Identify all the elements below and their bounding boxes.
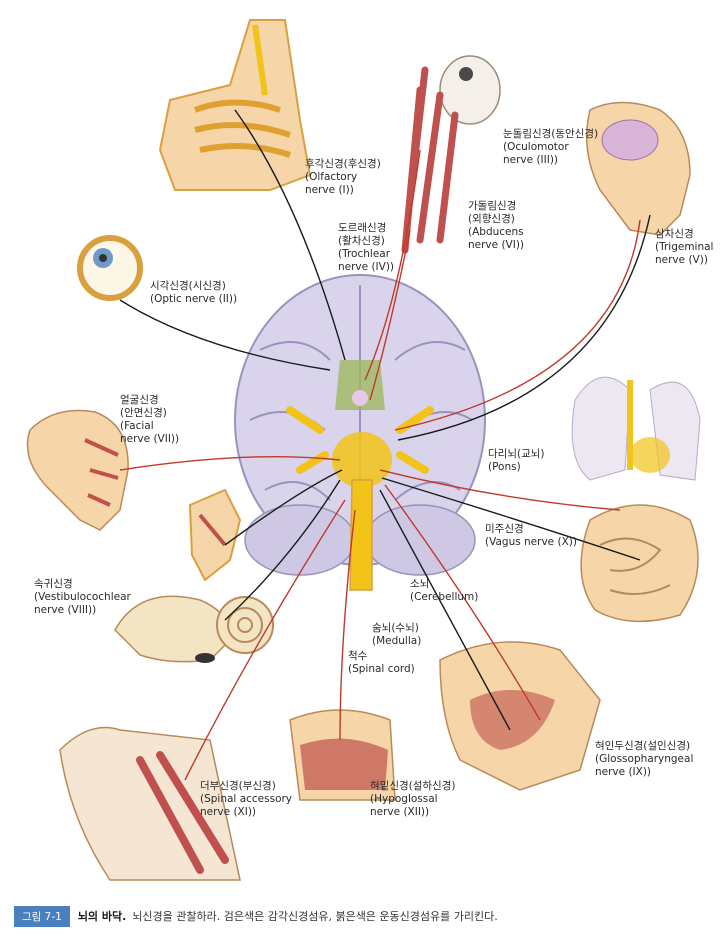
label-medulla: 숨뇌(수뇌)(Medulla): [372, 622, 422, 647]
sensory-fiber-glossopharyngeal: [379, 489, 511, 731]
motor-fiber-hypoglossal: [339, 509, 356, 741]
motor-fiber-glossopharyngeal: [384, 484, 541, 721]
head-trigeminal-illustration: [585, 101, 691, 236]
figure-caption: 그림 7-1 뇌의 바닥. 뇌신경을 관찰하라. 검은색은 감각신경섬유, 붉은…: [14, 905, 714, 927]
label-spinal-cord: 척수(Spinal cord): [348, 650, 415, 675]
motor-fiber-spinal-accessory: [184, 499, 346, 781]
caption-text: 뇌신경을 관찰하라. 검은색은 감각신경섬유, 붉은색은 운동신경섬유를 가리킨…: [132, 910, 498, 923]
tongue-hypoglossal-illustration: [289, 709, 396, 801]
figure-number-badge: 그림 7-1: [14, 905, 70, 927]
sensory-fiber-olfactory: [234, 109, 346, 361]
nasal-cavity-illustration: [158, 19, 312, 191]
label-vagus: 미주신경(Vagus nerve (X)): [485, 523, 577, 548]
motor-fiber-oculomotor: [364, 149, 421, 381]
motor-fiber-vagus: [379, 469, 621, 511]
sensory-fiber-vagus: [381, 477, 641, 561]
sensory-fiber-vestibulocochlear: [224, 479, 341, 621]
intestines-illustration: [580, 504, 699, 623]
nerve-fibers: [119, 109, 651, 781]
brain-base-illustration: [234, 274, 486, 591]
inner-ear-illustration: [114, 595, 274, 663]
face-facial-illustration: [26, 409, 129, 531]
neck-accessory-illustration: [59, 726, 241, 881]
lungs-heart-illustration: [571, 376, 701, 481]
caption-title: 뇌의 바닥.: [77, 910, 127, 923]
label-optic: 시각신경(시신경)(Optic nerve (II)): [150, 280, 238, 305]
label-cerebellum: 소뇌(Cerebellum): [410, 578, 479, 603]
label-pons: 다리뇌(교뇌)(Pons): [488, 448, 545, 473]
motor-fiber-facial: [119, 455, 341, 471]
sensory-fiber-trigeminal-b: [397, 214, 651, 441]
eyeball-optic-illustration: [77, 235, 143, 301]
sensory-fiber-optic: [119, 299, 331, 371]
taste-buds-illustration: [188, 488, 242, 582]
eye-muscles-illustration: [401, 55, 501, 254]
motor-fiber-trochlear: [369, 229, 411, 401]
sensory-fiber-facial: [224, 469, 343, 546]
sensory-fiber-trigeminal: [394, 219, 641, 431]
pharynx-illustration: [439, 641, 601, 791]
